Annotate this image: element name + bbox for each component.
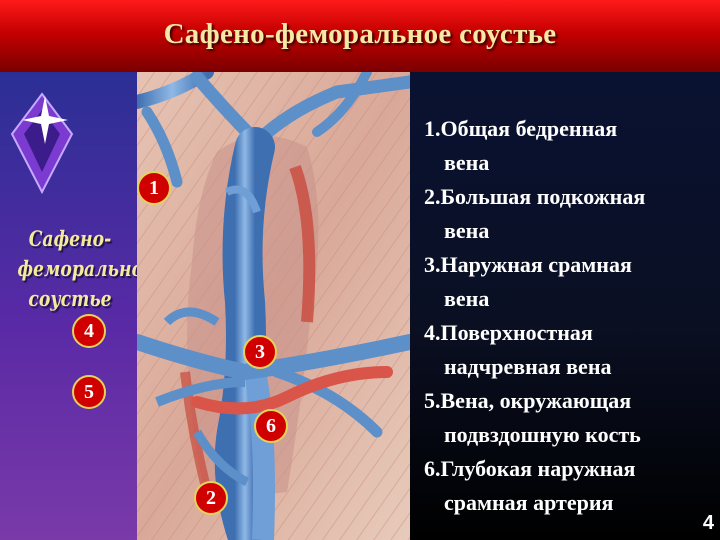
marker-6: 6: [254, 409, 288, 443]
legend-line: надчревная вена: [444, 354, 612, 379]
legend-line: 6.Глубокая наружная: [424, 456, 636, 481]
anatomy-illustration: [137, 72, 410, 540]
marker-5: 5: [72, 375, 106, 409]
legend-line: 3.Наружная срамная: [424, 252, 632, 277]
page-number: 4: [702, 512, 714, 534]
legend-line: подвздошную кость: [444, 422, 641, 447]
marker-4: 4: [72, 314, 106, 348]
sidebar-panel: [0, 72, 137, 540]
legend-line: вена: [444, 286, 490, 311]
legend-line: 5.Вена, окружающая: [424, 388, 632, 413]
side-label: Сафено- феморальное соустье: [17, 226, 155, 311]
marker-1: 1: [137, 171, 171, 205]
legend-line: вена: [444, 150, 490, 175]
legend-list: 1.Общая бедренная вена 2.Большая подкожн…: [424, 112, 720, 520]
legend-line: вена: [444, 218, 490, 243]
legend-line: 1.Общая бедренная: [424, 116, 618, 141]
slide-header: [0, 0, 720, 72]
marker-2: 2: [194, 481, 228, 515]
legend-line: срамная артерия: [444, 490, 614, 515]
marker-3: 3: [243, 335, 277, 369]
slide-title: Сафено-феморальное соустье: [163, 18, 557, 50]
star-diamond-icon: [10, 92, 74, 195]
legend-line: 2.Большая подкожная: [424, 184, 646, 209]
legend-panel: [410, 72, 720, 540]
legend-line: 4.Поверхностная: [424, 320, 593, 345]
